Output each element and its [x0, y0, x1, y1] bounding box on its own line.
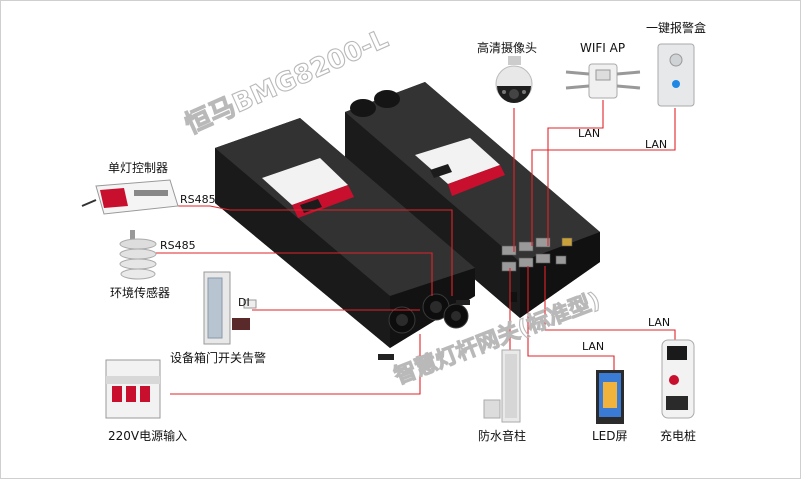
- label-charging-pile: 充电桩: [660, 428, 696, 443]
- gateway-device-front: [215, 118, 475, 360]
- label-link-rs485-sensor: RS485: [160, 239, 196, 252]
- link-env-sensor: [150, 252, 433, 296]
- label-env-sensor: 环境传感器: [110, 285, 170, 300]
- cabinet-door-icon: [203, 271, 257, 345]
- speaker-column-icon: [483, 349, 521, 423]
- link-single-lamp-controller: [178, 205, 453, 296]
- wifi-ap-icon: [565, 63, 641, 99]
- label-speaker-column: 防水音柱: [478, 428, 526, 443]
- link-wifi-ap: [547, 100, 604, 246]
- label-link-lan-charger: LAN: [648, 316, 670, 329]
- label-link-lan-wifi: LAN: [578, 127, 600, 140]
- link-power-input: [170, 334, 421, 395]
- power-breaker-icon: [105, 359, 161, 419]
- alarm-box-icon: [657, 43, 695, 107]
- charging-pile-icon: [661, 339, 695, 419]
- label-link-lan-alarm: LAN: [645, 138, 667, 151]
- connection-lines: [150, 100, 676, 395]
- link-alarm-box: [531, 108, 676, 246]
- link-charging-pile: [544, 266, 676, 342]
- label-link-di: DI: [238, 296, 250, 309]
- label-alarm-box: 一键报警盒: [646, 20, 706, 35]
- gateway-device-rear: [345, 82, 600, 318]
- label-single-lamp-controller: 单灯控制器: [108, 161, 168, 175]
- label-led-screen: LED屏: [592, 429, 628, 443]
- label-link-lan-led: LAN: [582, 340, 604, 353]
- label-power-input: 220V电源输入: [108, 428, 187, 443]
- label-cabinet-door-alarm: 设备箱门开关告警: [170, 350, 266, 365]
- env-sensor-icon: [119, 230, 157, 280]
- link-led-screen: [527, 266, 615, 372]
- label-camera: 高清摄像头: [477, 40, 537, 55]
- camera-icon: [495, 56, 533, 103]
- led-screen-icon: [596, 370, 624, 424]
- single-lamp-controller-icon: [81, 179, 179, 215]
- label-wifi-ap: WIFI AP: [580, 41, 625, 55]
- label-link-rs485-controller: RS485: [180, 193, 216, 206]
